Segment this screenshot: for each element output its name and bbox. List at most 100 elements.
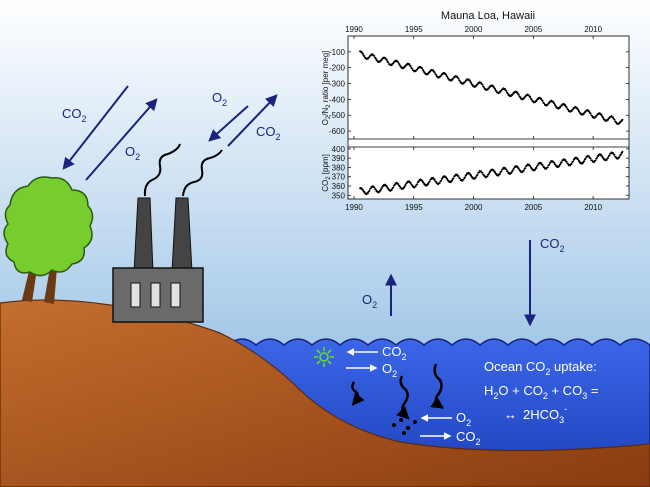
data-point	[495, 90, 498, 92]
data-point	[583, 160, 586, 163]
data-point	[607, 157, 609, 160]
x-tick-label-top: 2005	[524, 25, 542, 34]
data-point	[476, 173, 479, 176]
data-point	[387, 187, 390, 190]
data-point	[553, 102, 556, 105]
label-o2-tree-out: O2	[125, 144, 140, 162]
data-point	[570, 110, 573, 112]
data-point	[362, 52, 364, 55]
y-tick-label: 400	[332, 145, 346, 154]
data-point	[612, 151, 614, 154]
x-tick-label-top: 2000	[465, 25, 483, 34]
data-point	[483, 86, 485, 89]
data-point	[608, 117, 611, 119]
data-point	[406, 181, 409, 184]
data-point	[513, 167, 515, 170]
data-point	[543, 166, 546, 169]
data-point	[422, 70, 425, 73]
data-point	[618, 156, 621, 158]
y-tick-label: -200	[329, 64, 346, 73]
data-point	[620, 153, 622, 156]
x-tick-label-bottom: 1990	[345, 203, 363, 212]
data-point	[512, 169, 514, 172]
data-point	[507, 92, 509, 95]
data-point	[380, 187, 383, 190]
data-point	[488, 172, 490, 175]
data-point	[602, 156, 604, 159]
data-point	[457, 77, 460, 80]
data-point	[428, 180, 431, 183]
data-point	[517, 167, 520, 170]
data-point	[548, 102, 551, 104]
data-point	[564, 103, 567, 106]
data-point	[416, 183, 419, 185]
data-point	[435, 73, 438, 76]
data-point	[459, 80, 462, 82]
o2n2-axis-label: O2/N2 ratio [per meg]	[321, 51, 332, 126]
data-point	[613, 154, 616, 156]
data-point	[607, 118, 609, 121]
ocean-uptake-equation: H2O + CO2 + CO3 =	[484, 383, 598, 401]
data-point	[433, 71, 436, 74]
data-point	[470, 174, 472, 177]
data-point	[535, 165, 538, 168]
y-tick-label: -100	[329, 48, 346, 57]
data-point	[577, 108, 580, 111]
data-point	[559, 163, 562, 166]
data-point	[452, 177, 455, 180]
y-tick-label: -300	[329, 80, 346, 89]
data-point	[459, 177, 462, 180]
data-point	[440, 74, 443, 77]
label-co2-ocean-in: CO2	[540, 236, 565, 254]
data-point	[517, 93, 520, 96]
data-point	[577, 158, 580, 161]
chart-plot-area	[347, 35, 630, 200]
data-point	[546, 166, 549, 169]
data-point	[617, 157, 619, 160]
x-tick-label-bottom: 1995	[405, 203, 423, 212]
data-point	[385, 185, 388, 188]
arrow-o2-down-to-factory	[208, 105, 249, 142]
data-point	[588, 155, 591, 158]
data-point	[546, 103, 549, 106]
data-point	[594, 116, 597, 119]
mauna-loa-chart: Mauna Loa, Hawaii O2/N2 ratio [per meg] …	[321, 10, 630, 212]
data-point	[411, 67, 414, 70]
data-point	[504, 87, 506, 90]
data-point	[464, 176, 466, 179]
data-point	[475, 176, 477, 179]
data-point	[524, 167, 527, 169]
data-point	[494, 87, 496, 90]
data-point	[564, 158, 567, 161]
data-point	[462, 178, 465, 181]
data-point	[589, 157, 592, 160]
label-o2-sediment-in: O2	[456, 410, 471, 428]
y-tick-label: 350	[332, 191, 346, 200]
data-point	[541, 100, 544, 102]
data-point	[584, 157, 587, 160]
data-point	[565, 160, 568, 163]
data-point	[534, 168, 537, 171]
data-point	[373, 55, 376, 57]
data-point	[480, 170, 482, 172]
data-point	[445, 73, 448, 76]
data-point	[519, 169, 522, 172]
data-point	[470, 81, 472, 84]
y-tick-label: -600	[329, 127, 346, 136]
data-point	[535, 167, 538, 170]
data-point	[411, 184, 414, 187]
data-point	[505, 90, 508, 92]
data-point	[543, 102, 546, 105]
label-co2-plankton-in: CO2	[382, 344, 407, 362]
label-co2-sediment-out: CO2	[456, 429, 481, 447]
x-tick-label-bottom: 2005	[524, 203, 542, 212]
data-point	[527, 163, 530, 166]
data-point	[494, 170, 496, 173]
data-point	[481, 83, 484, 86]
y-tick-label: 370	[332, 173, 346, 182]
data-point	[471, 83, 474, 86]
sinking-particle-path-1	[351, 381, 365, 406]
arrow-o2-up-from-tree	[85, 98, 158, 181]
data-point	[504, 166, 506, 169]
